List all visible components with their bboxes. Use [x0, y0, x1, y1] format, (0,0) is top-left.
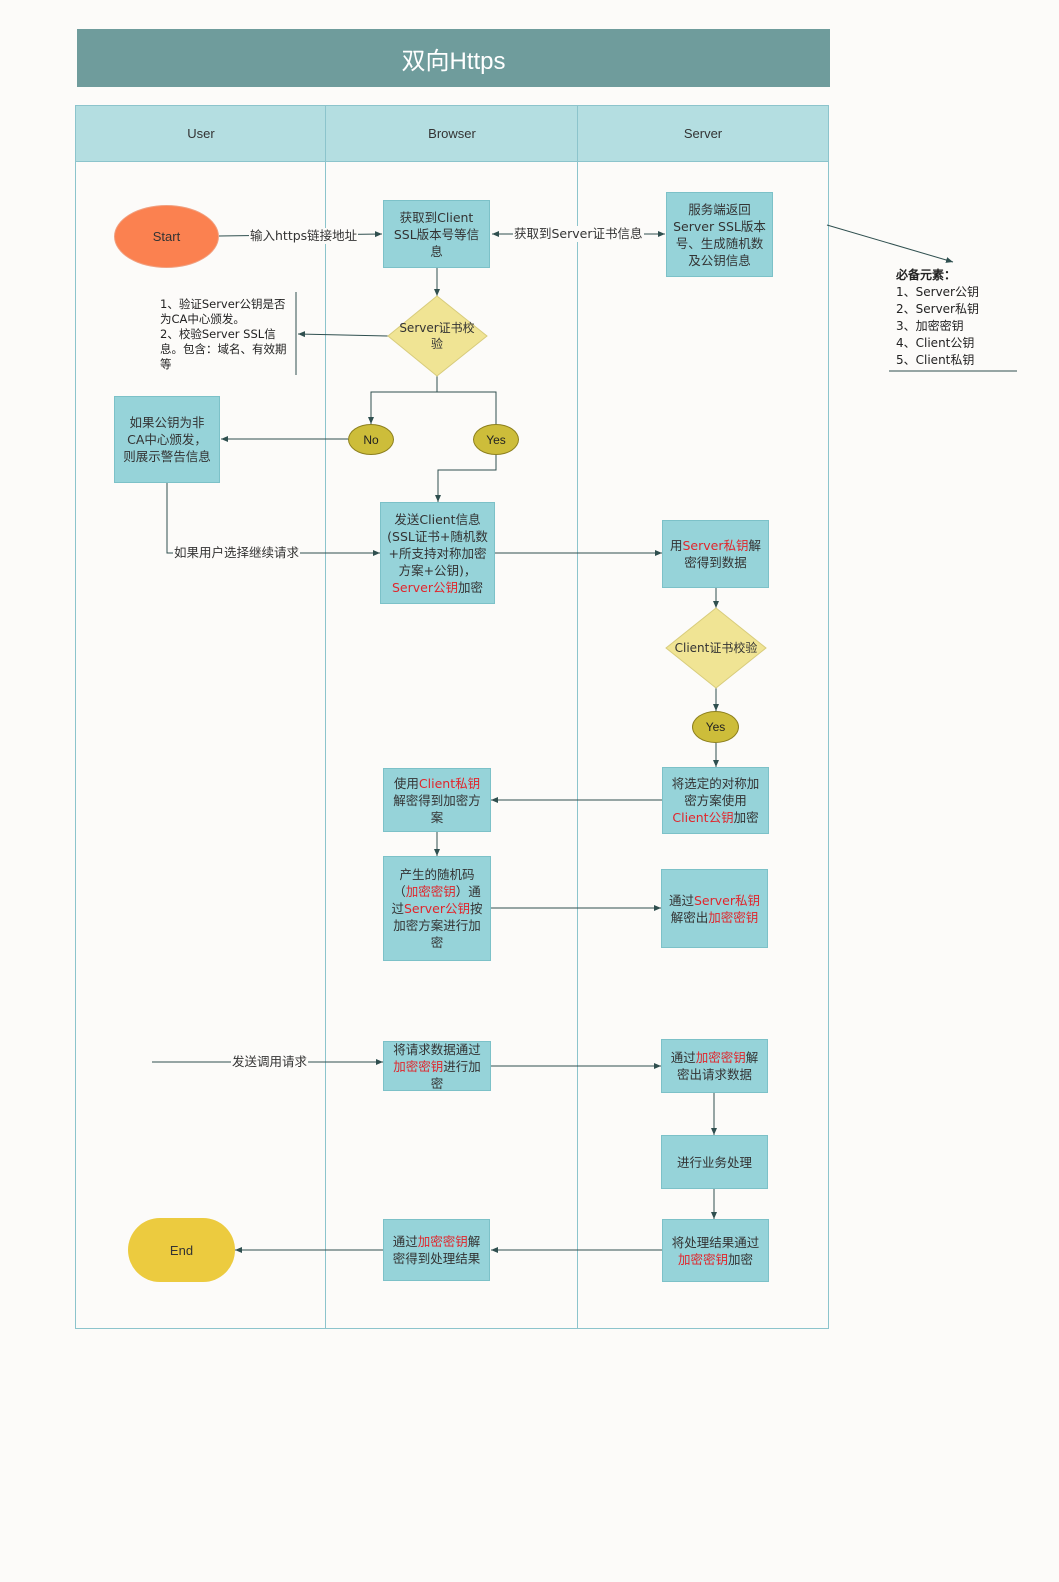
swimlane-container	[75, 105, 829, 1329]
edge-to-verify-note	[297, 331, 389, 338]
decrypt-request-box: 通过加密密钥解密出请求数据	[661, 1039, 768, 1093]
get-client-ssl-box: 获取到Client SSL版本号等信息	[383, 200, 490, 268]
edge-to-required-note	[826, 224, 954, 263]
start-node: Start	[114, 205, 219, 268]
business-box: 进行业务处理	[661, 1135, 768, 1189]
verify-note: 1、验证Server公钥是否为CA中心颁发。 2、校验Server SSL信息。…	[160, 297, 288, 372]
lane-divider	[325, 105, 326, 1329]
client-cert-check-label: Client证书校验	[674, 641, 758, 655]
server-cert-check-label: Server证书校验	[399, 321, 475, 351]
edge-yes-to-send	[435, 455, 497, 502]
client-cert-check-diamond	[665, 607, 767, 689]
yes-node-2: Yes	[692, 711, 739, 743]
required-element-item: 1、Server公钥	[896, 285, 979, 299]
lane-header-server: Server	[578, 106, 828, 162]
send-client-info-box: 发送Client信息(SSL证书+随机数+所支持对称加密方案+公钥)，Serve…	[380, 502, 495, 604]
lane-header-user: User	[76, 106, 326, 162]
gen-random-box: 产生的随机码（加密密钥）通过Server公钥按加密方案进行加密	[383, 856, 491, 961]
server-get-key-box: 通过Server私钥解密出加密密钥	[661, 869, 768, 948]
required-element-item: 3、加密密钥	[896, 319, 964, 333]
required-elements-note: 必备元素： 1、Server公钥 2、Server私钥 3、加密密钥 4、Cli…	[896, 267, 979, 369]
encrypt-scheme-box: 将选定的对称加密方案使用Client公钥加密	[662, 767, 769, 834]
required-elements-title: 必备元素：	[896, 268, 957, 282]
edge-label-server-cert: 获取到Server证书信息	[513, 226, 644, 242]
server-decrypt-box: 用Server私钥解密得到数据	[662, 520, 769, 588]
encrypt-result-box: 将处理结果通过加密密钥加密	[662, 1219, 769, 1282]
yes-node: Yes	[473, 424, 519, 455]
lane-header-browser: Browser	[326, 106, 578, 162]
verify-note-line: 1、验证Server公钥是否为CA中心颁发。	[160, 297, 286, 326]
edge-continue	[166, 483, 380, 556]
edge-label-send-call: 发送调用请求	[231, 1054, 309, 1070]
edge-label-input-url: 输入https链接地址	[249, 228, 359, 244]
edge-to-no	[368, 376, 438, 424]
client-decrypt-box: 使用Client私钥解密得到加密方案	[383, 768, 491, 832]
required-element-item: 2、Server私钥	[896, 302, 979, 316]
verify-note-line: 2、校验Server SSL信息。包含：域名、有效期等	[160, 327, 287, 371]
encrypt-request-box: 将请求数据通过加密密钥进行加密	[383, 1041, 491, 1091]
required-element-item: 4、Client公钥	[896, 336, 975, 350]
server-cert-check-diamond	[387, 295, 488, 377]
diagram-title: 双向Https	[77, 29, 830, 87]
server-return-box: 服务端返回Server SSL版本号、生成随机数及公钥信息	[666, 192, 773, 277]
no-node: No	[348, 424, 394, 455]
edge-label-continue: 如果用户选择继续请求	[173, 545, 301, 561]
decrypt-result-box: 通过加密密钥解密得到处理结果	[383, 1219, 490, 1281]
end-node: End	[128, 1218, 235, 1282]
warn-box: 如果公钥为非CA中心颁发，则展示警告信息	[114, 396, 220, 483]
lane-divider	[577, 105, 578, 1329]
required-element-item: 5、Client私钥	[896, 353, 975, 367]
edge-to-yes	[437, 391, 497, 424]
